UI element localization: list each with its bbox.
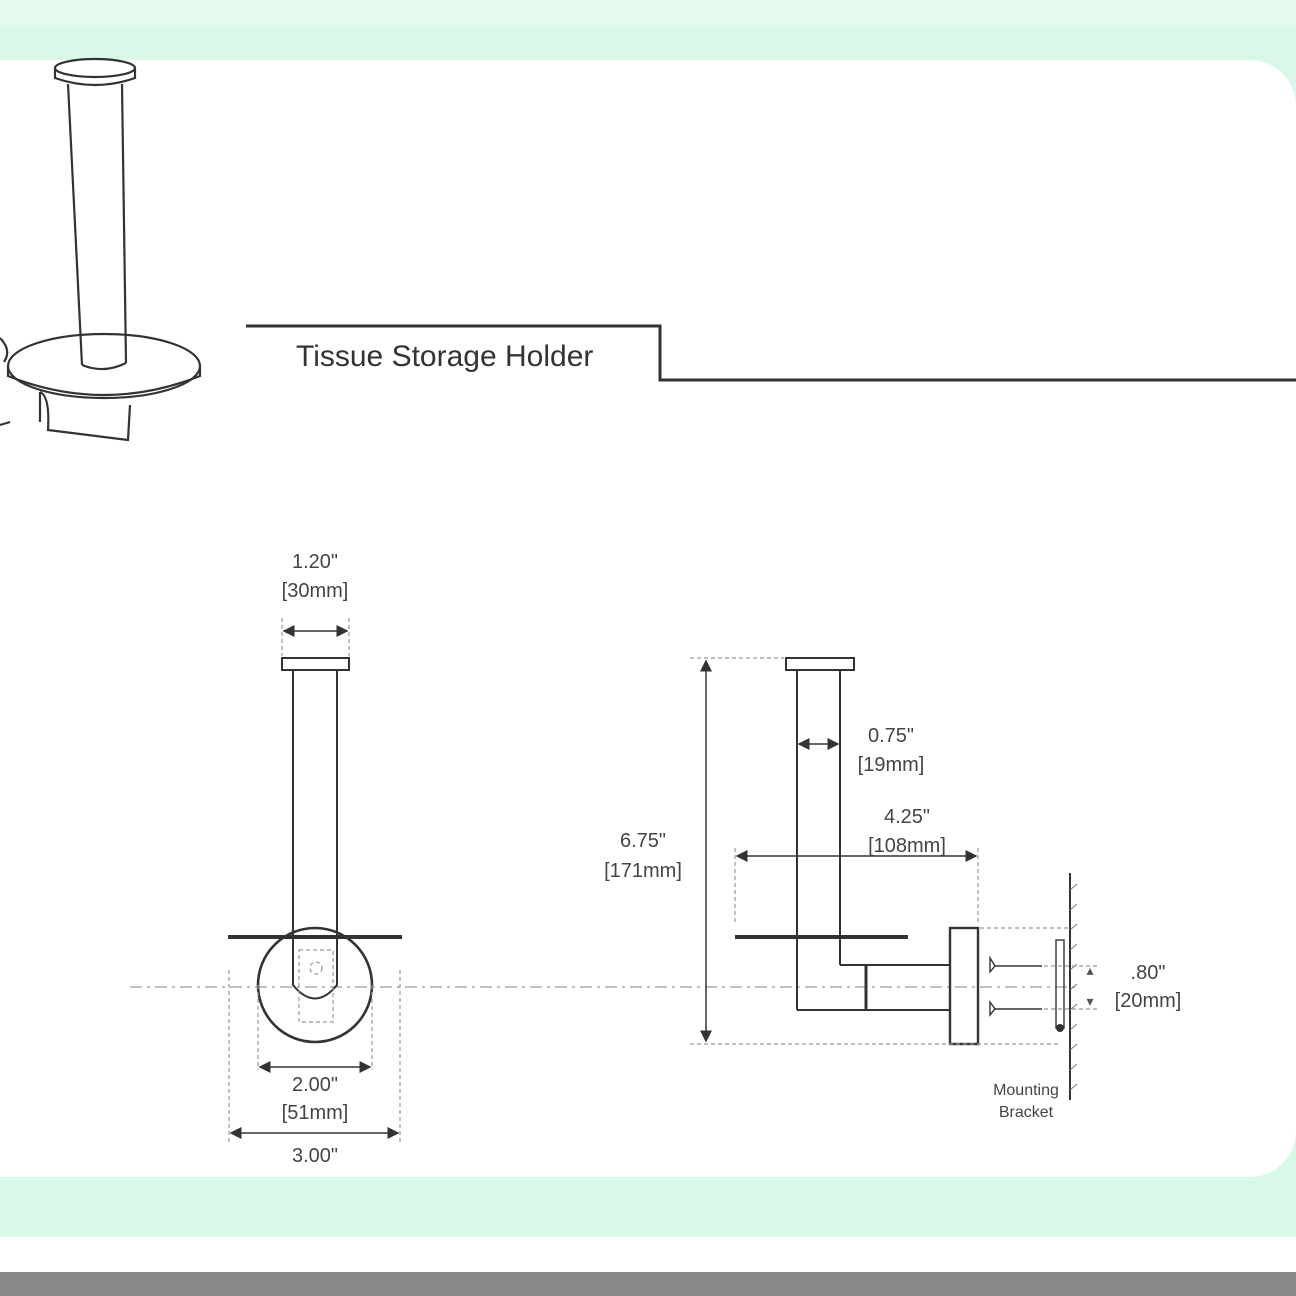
dim-projection: 4.25" [884, 806, 930, 828]
dim-top-width: 1.20" [292, 551, 338, 573]
front-view: 1.20" [30mm] 2.00" [51mm] 3.00" [228, 551, 402, 1167]
spacing-mark-lower: ▾ [1086, 993, 1093, 1009]
dim-rod-diameter: 0.75" [868, 725, 914, 747]
dim-screw-spacing-mm: [20mm] [1115, 990, 1182, 1012]
footer-bar [0, 1272, 1296, 1296]
bracket-pin [1056, 1024, 1064, 1032]
wall-hatch [1069, 883, 1078, 1091]
product-illustration [0, 57, 202, 442]
dim-flange-inner: 2.00" [292, 1074, 338, 1096]
title-block: Tissue Storage Holder [246, 324, 1296, 382]
dim-flange-outer: 3.00" [292, 1145, 338, 1167]
bracket-label-line1: Mounting [993, 1082, 1059, 1099]
frame-top-strip [0, 0, 1296, 25]
bracket-label-line2: Bracket [999, 1104, 1054, 1121]
drawing-panel [0, 60, 1296, 1177]
frame-bottom-strip [0, 1237, 1296, 1272]
dim-height: 6.75" [620, 830, 666, 852]
side-view: ▴ ▾ 6.75" [171mm] 0.75" [19mm] 4.25" [10… [604, 657, 1182, 1121]
dim-projection-mm: [108mm] [868, 835, 946, 857]
dim-height-mm: [171mm] [604, 860, 682, 882]
dim-rod-diameter-mm: [19mm] [858, 754, 925, 776]
spacing-mark-upper: ▴ [1086, 962, 1093, 978]
dim-top-width-mm: [30mm] [282, 580, 349, 602]
drawing-title: Tissue Storage Holder [296, 340, 593, 373]
dim-flange-inner-mm: [51mm] [282, 1102, 349, 1124]
dim-screw-spacing: .80" [1131, 962, 1166, 984]
